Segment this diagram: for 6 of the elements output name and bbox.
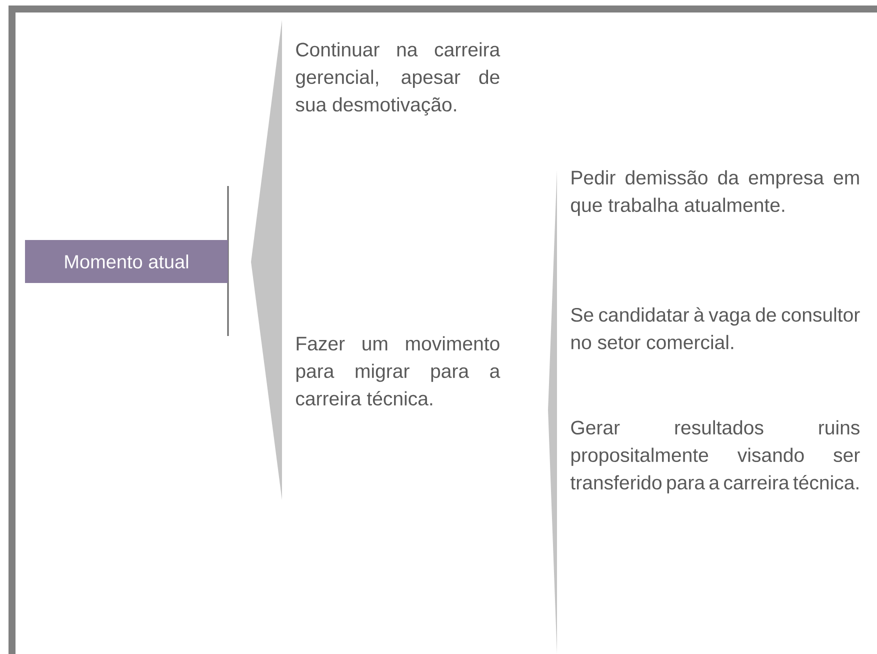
option-text: Gerar resultados ruins propositalmente visando ser transferido para a carreira técnica.: [570, 420, 860, 494]
option-text: Fazer um movimento para migrar para a carreira técnica.: [296, 336, 500, 406]
option-text: Se candidatar à vaga de consultor no setor comercial.: [571, 307, 860, 350]
option-text: Pedir demissão da empresa em que trabalha atualmente.: [571, 170, 859, 216]
label-box: Momento atual: [25, 240, 228, 283]
option-text: Continuar na carreira gerencial, apesar de sua desmotivação.: [296, 42, 500, 116]
